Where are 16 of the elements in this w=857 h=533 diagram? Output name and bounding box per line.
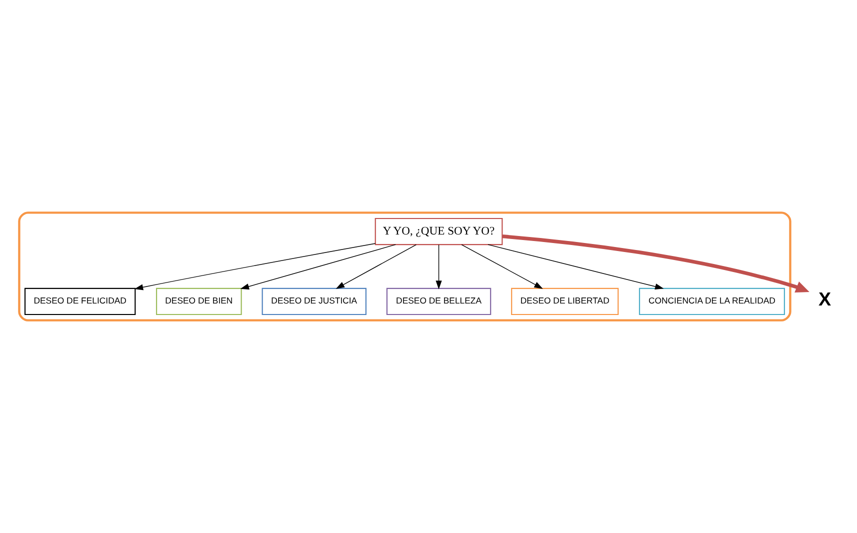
node-box: Y YO, ¿QUE SOY YO? (374, 218, 502, 246)
node-box: DESEO DE JUSTICIA (261, 288, 366, 316)
node-box: DESEO DE LIBERTAD (510, 288, 618, 316)
arrow (134, 243, 376, 290)
arrow (502, 234, 809, 293)
arrow (487, 244, 664, 290)
cluster (18, 212, 791, 322)
node-box: CONCIENCIA DE LA REALIDAD (638, 288, 784, 316)
node-box: DESEO DE FELICIDAD (24, 288, 136, 316)
arrow (240, 244, 396, 290)
node-box: DESEO DE BELLEZA (386, 288, 491, 316)
node-box: DESEO DE BIEN (156, 288, 242, 316)
arrow (460, 244, 542, 289)
node-text: X (818, 288, 831, 310)
arrow (435, 244, 442, 290)
arrow (335, 244, 416, 289)
